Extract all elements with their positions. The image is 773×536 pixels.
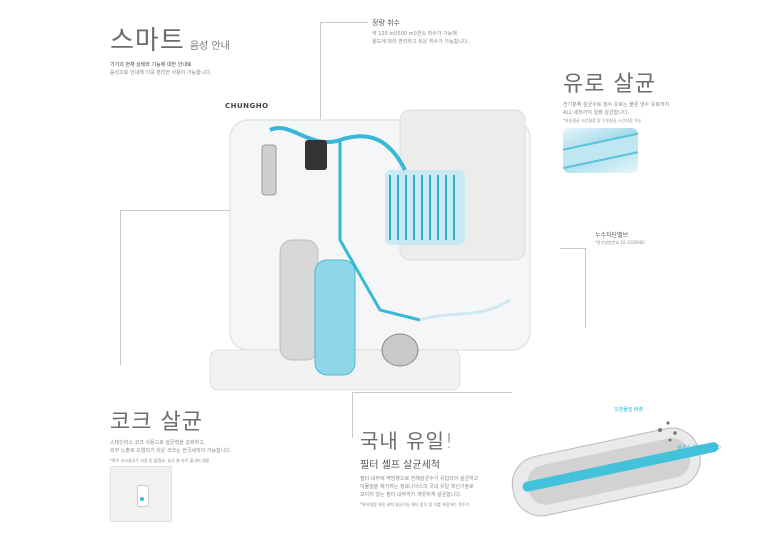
flow-title: 유로 살균 [563, 72, 656, 97]
contaminant-out-label: 오염물질 배출 [614, 407, 644, 413]
filter-note: *특허명칭 자동 세척 살균기능 필터 장치 및 이를 포함하는 정수기 [360, 502, 470, 507]
cock-photo [110, 466, 172, 522]
leak-valve-section: 누수차단밸브 *관리방법번호 10-1230000 [595, 230, 715, 247]
smart-desc-1: 기기의 현재 상태와 기능에 대한 안내로 [110, 62, 192, 68]
filter-desc-1: 필터 내부에 역방향으로 전해살균수가 유입되어 살균하고 [360, 476, 479, 482]
filter-sterilization-section: 국내 유일! 필터 셀프 살균세척 필터 내부에 역방향으로 전해살균수가 유입… [360, 425, 535, 509]
water-purifier-illustration [209, 109, 531, 391]
smart-voice-section: 스마트 음성 안내 기기의 현재 상태와 기능에 대한 안내로 음성으로 안내해… [110, 20, 310, 77]
flow-pipe-image [563, 128, 638, 173]
smart-desc-2: 음성으로 안내해 더욱 편리한 사용이 가능합니다. [110, 70, 212, 76]
guide-line [585, 248, 586, 328]
guide-line [352, 392, 512, 393]
flow-desc-1: 전기분해 살균수로 정수 유로는 물론 냉수 유로까지 [563, 102, 670, 108]
filter-desc-3: 보이지 않는 필터 내부까지 깨끗하게 살균합니다. [360, 492, 462, 498]
smart-subtitle: 음성 안내 [189, 41, 230, 52]
flow-note: *자동살균 시간설정 및 수동살균 시간지정 가능 [563, 118, 642, 123]
filter-title: 국내 유일! [360, 429, 454, 453]
cock-desc-2: 외부 노출로 오염되기 쉬운 코크는 한국세척이 가능합니다. [110, 448, 232, 454]
sterile-water-in-label: 살균수 유입 (역세척) [677, 445, 721, 451]
filter-cutaway-illustration [511, 421, 719, 517]
cock-note: *특수 코크살균수 사용 등 불필요, 살균 물 따로 불가피 제품 [110, 458, 210, 463]
guide-line [320, 22, 368, 23]
cock-title: 코크 살균 [110, 410, 203, 435]
guide-line [320, 22, 321, 172]
quantity-section: 정량 취수 약 120 ml(500 ml)연속 취수가 가능해 용도에 따라 … [372, 18, 562, 46]
quantity-desc-1: 약 120 ml(500 ml)연속 취수가 가능해 [372, 31, 457, 37]
guide-line [120, 210, 121, 365]
smart-title: 스마트 [110, 26, 185, 56]
filter-subtitle: 필터 셀프 살균세척 [360, 460, 440, 471]
flow-desc-2: ALL 세척까지 일괄 살균합니다. [563, 110, 629, 116]
guide-line [352, 392, 353, 438]
flow-sterilization-section: 유로 살균 전기분해 살균수로 정수 유로는 물론 냉수 유로까지 ALL 세척… [563, 66, 763, 125]
quantity-desc-2: 용도에 따라 편리하고 쉬운 취수가 가능합니다. [372, 39, 469, 45]
cock-desc-1: 스테인리스 코크 사용으로 살균력을 강화하고, [110, 440, 206, 446]
quantity-title: 정량 취수 [372, 19, 400, 27]
guide-line [120, 210, 272, 211]
leak-title: 누수차단밸브 [595, 232, 629, 239]
guide-line [560, 248, 586, 249]
filter-desc-2: 이물질을 제거하는 청호나이스의 국내 유일 혁신기술로 [360, 484, 474, 490]
brand-logo: CHUNGHO [225, 102, 269, 110]
leak-note: *관리방법번호 10-1230000 [595, 240, 645, 245]
cock-sterilization-section: 코크 살균 스테인리스 코크 사용으로 살균력을 강화하고, 외부 노출로 오염… [110, 404, 310, 465]
